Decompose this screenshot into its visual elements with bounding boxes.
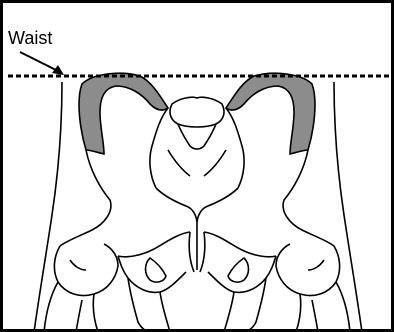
iliac-crest-shading: [79, 73, 315, 154]
right-iliac-crest: [226, 73, 315, 154]
waist-label: Waist: [8, 28, 52, 48]
left-iliac-crest: [79, 73, 168, 154]
waist-arrow: [20, 52, 64, 75]
